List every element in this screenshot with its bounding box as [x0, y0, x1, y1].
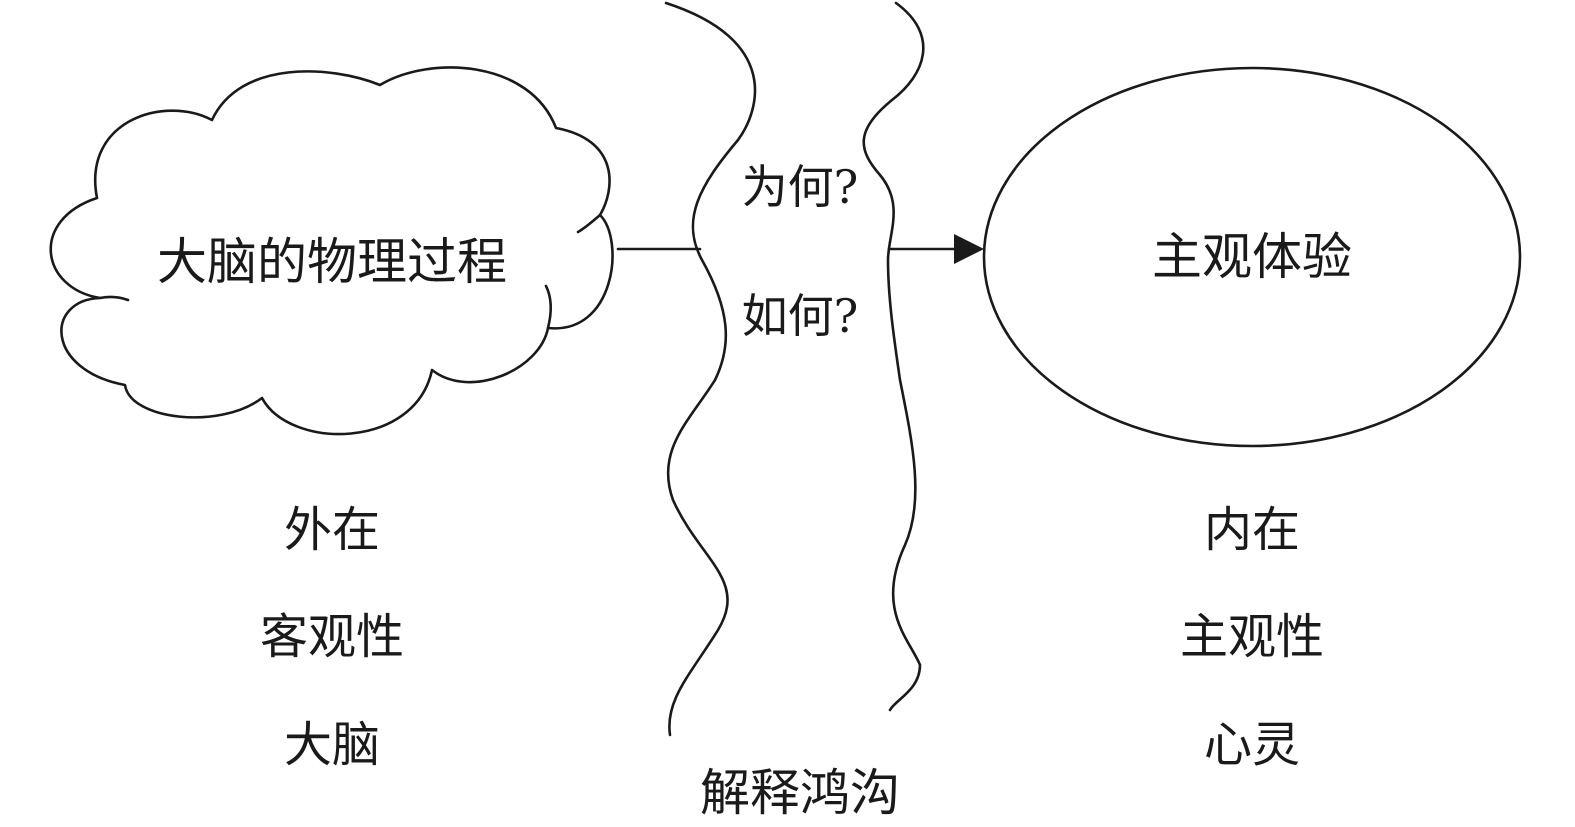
subjective-experience-title: 主观体验: [1152, 228, 1352, 286]
gap-left-wave: [664, 1, 757, 737]
right-attr-mind: 心灵: [1203, 717, 1301, 773]
left-attr-objectivity: 客观性: [259, 609, 405, 665]
question-why: 为何?: [741, 160, 859, 214]
brain-process-title: 大脑的物理过程: [157, 233, 507, 291]
left-attr-brain: 大脑: [283, 717, 381, 773]
explanatory-gap-caption: 解释鸿沟: [700, 764, 900, 822]
right-attr-internal: 内在: [1203, 502, 1301, 558]
right-attr-subjectivity: 主观性: [1179, 609, 1325, 665]
subjective-experience-ellipse: [982, 66, 1522, 448]
left-attr-external: 外在: [283, 502, 381, 558]
arrowhead-icon: [954, 234, 984, 264]
cloud-inner-tick: [544, 284, 553, 330]
cloud-inner-tick: [576, 213, 602, 234]
question-how: 如何?: [741, 289, 859, 343]
gap-right-wave: [862, 1, 925, 712]
cloud-inner-tick: [98, 295, 130, 302]
